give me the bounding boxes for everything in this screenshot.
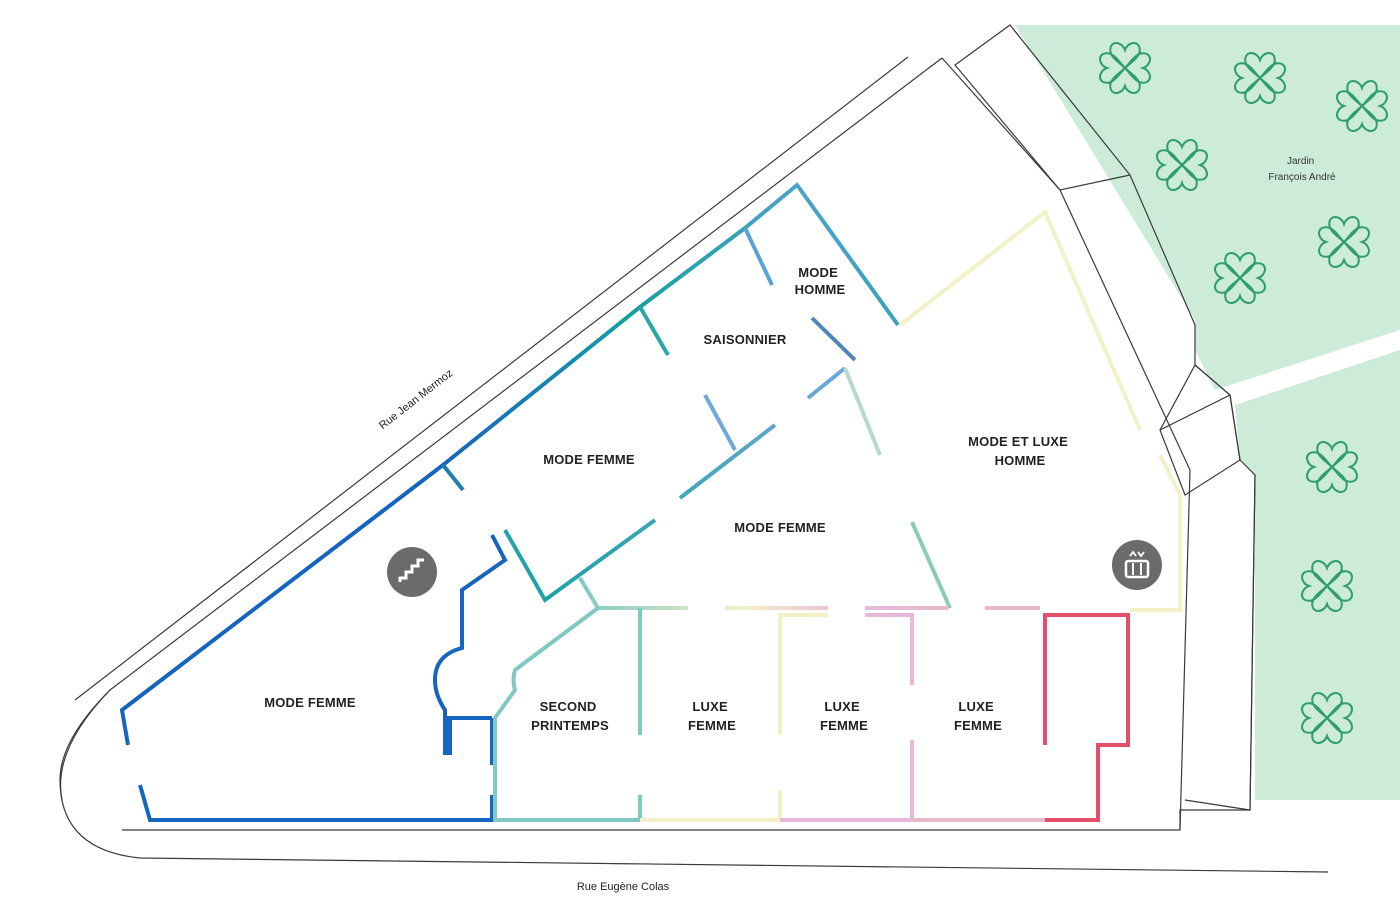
wall-stub-3: [743, 227, 774, 286]
garden-area: [1015, 25, 1400, 800]
label-luxe-femme-3: LUXE FEMME: [954, 699, 1002, 733]
wall-pink-room: [1043, 613, 1130, 822]
building-outline: [59, 24, 1329, 873]
wall-center-right: [843, 367, 882, 456]
street-label-south: Rue Eugène Colas: [577, 881, 670, 893]
stairs-icon[interactable]: [387, 547, 437, 597]
label-second-printemps: SECOND PRINTEMPS: [531, 699, 609, 733]
street-label-north: Rue Jean Mermoz: [377, 367, 455, 432]
wall-stub-4: [810, 316, 857, 362]
zone-labels: MODE HOMME SAISONNIER MODE FEMME MODE FE…: [264, 265, 1072, 733]
label-mode-femme-center: MODE FEMME: [734, 520, 826, 535]
garden-label: Jardin François André: [1268, 156, 1336, 183]
label-luxe-femme-1: LUXE FEMME: [688, 699, 736, 733]
wall-mode-luxe-homme: [898, 208, 1182, 612]
label-mode-femme-north: MODE FEMME: [543, 452, 635, 467]
label-mode-femme-west: MODE FEMME: [264, 695, 356, 710]
elevator-icon[interactable]: [1112, 540, 1162, 590]
garden-top: [1015, 25, 1400, 390]
wall-center-diagonal: [503, 366, 847, 603]
wall-boutiques-top: [578, 576, 1040, 610]
wall-center-stub: [703, 394, 737, 451]
wall-north: [441, 182, 900, 467]
label-mode-homme: MODE HOMME: [795, 265, 846, 297]
wall-stub-2: [638, 305, 670, 357]
label-saisonnier: SAISONNIER: [704, 332, 787, 347]
wall-center-low: [910, 521, 952, 609]
wall-mode-femme-west: [119, 463, 508, 822]
wall-second-printemps: [493, 606, 642, 822]
label-mode-luxe-homme: MODE ET LUXE HOMME: [968, 434, 1072, 468]
label-luxe-femme-2: LUXE FEMME: [820, 699, 868, 733]
wall-stub-1: [441, 463, 465, 492]
